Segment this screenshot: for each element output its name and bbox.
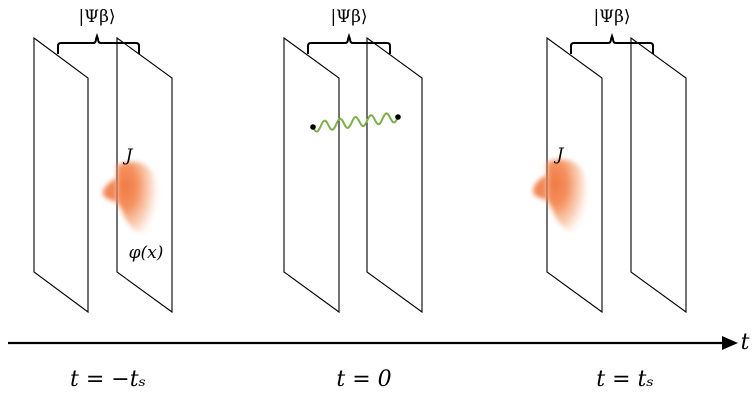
time-axis: t [8, 330, 750, 355]
panel-3-brace [570, 32, 654, 54]
panel-3-front-plane [630, 36, 687, 314]
panel-1-brace [57, 32, 140, 54]
panel-2: |Ψβ⟩ t = 0 [283, 7, 423, 392]
panel-2-brace [307, 32, 391, 54]
panel-2-front-plane [366, 36, 423, 314]
panel-1-source-blob [102, 161, 159, 234]
time-axis-arrowhead [722, 336, 738, 350]
panel-3-source-label: J [554, 145, 565, 165]
panel-2-propagator [310, 112, 401, 133]
panel-1: |Ψβ⟩ J φ(x) t = −tₛ [33, 7, 173, 392]
panel-1-time-label: t = −tₛ [70, 367, 146, 392]
panel-3-time-label: t = tₛ [596, 367, 654, 392]
panel-1-back-plane [33, 36, 89, 314]
panel-2-back-plane [283, 36, 340, 314]
panel-2-vertex-right [395, 114, 401, 120]
panel-2-time-label: t = 0 [336, 367, 391, 392]
panel-3: |Ψβ⟩ J t = tₛ [532, 7, 687, 392]
panel-1-state-label: |Ψβ⟩ [78, 7, 115, 27]
panel-1-source-label: J [123, 146, 134, 166]
panel-3-source-blob [532, 159, 589, 232]
panel-2-state-label: |Ψβ⟩ [330, 7, 367, 27]
time-axis-label: t [741, 330, 750, 355]
panel-2-vertex-left [310, 124, 316, 130]
panel-1-field-label: φ(x) [129, 243, 164, 263]
panel-3-state-label: |Ψβ⟩ [593, 7, 630, 27]
